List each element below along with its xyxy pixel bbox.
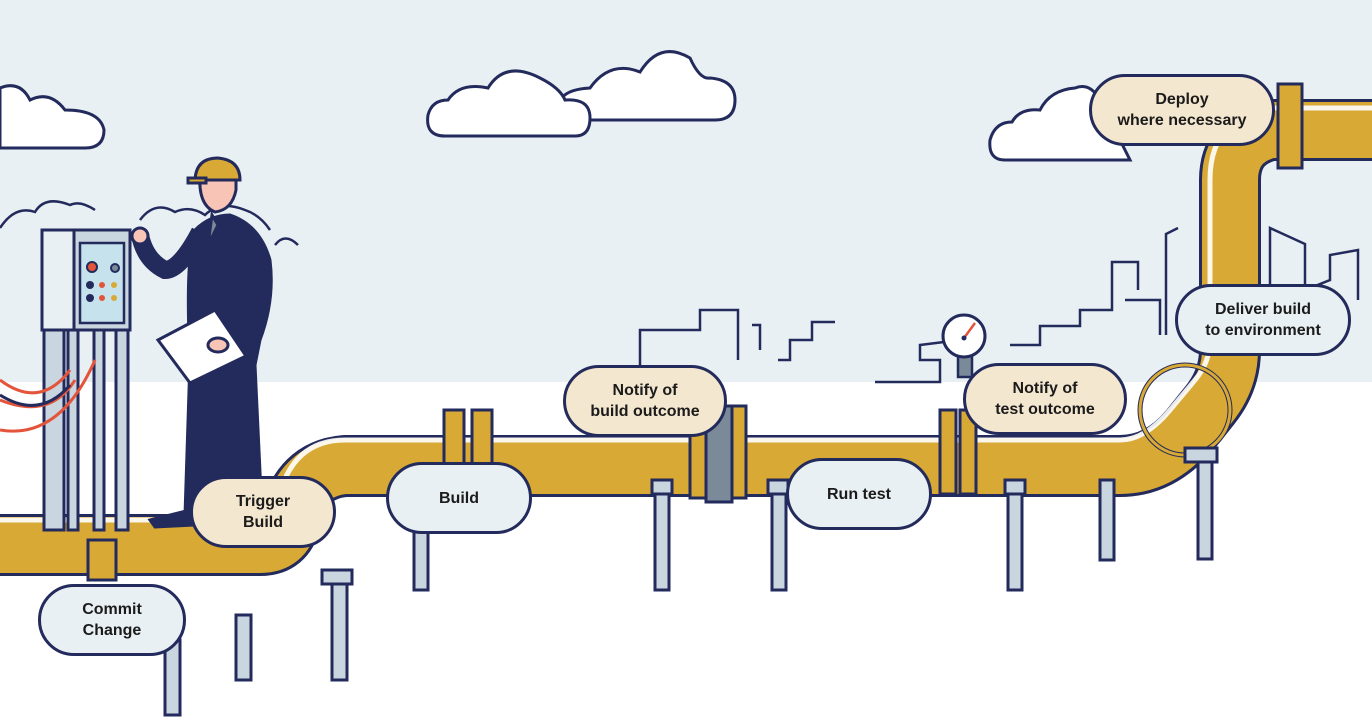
step-label: Run test [827, 485, 891, 503]
cloud-icon [0, 84, 106, 150]
control-panel [0, 228, 132, 532]
step-label: Notify of build outcome [590, 382, 700, 420]
step-label: Deliver build to environment [1205, 301, 1321, 339]
step-label: Commit Change [82, 601, 142, 639]
cloud-icon [426, 50, 737, 138]
step-label: Notify of test outcome [995, 380, 1095, 418]
step-commit-change: Commit Change [38, 584, 186, 656]
step-deploy: Deploy where necessary [1089, 74, 1275, 146]
step-deliver-build: Deliver build to environment [1175, 284, 1351, 356]
step-notify-build-outcome: Notify of build outcome [563, 365, 727, 437]
step-notify-test-outcome: Notify of test outcome [963, 363, 1127, 435]
pipe-support [163, 446, 1219, 717]
step-trigger-build: Trigger Build [190, 476, 336, 548]
step-label: Deploy where necessary [1117, 91, 1247, 129]
cloud-icon [0, 200, 299, 246]
pressure-gauge-icon [941, 313, 987, 379]
step-run-test: Run test [786, 458, 932, 530]
step-build: Build [386, 462, 532, 534]
step-label: Build [439, 489, 479, 507]
engineer-figure [130, 156, 273, 529]
step-label: Trigger Build [235, 493, 291, 531]
